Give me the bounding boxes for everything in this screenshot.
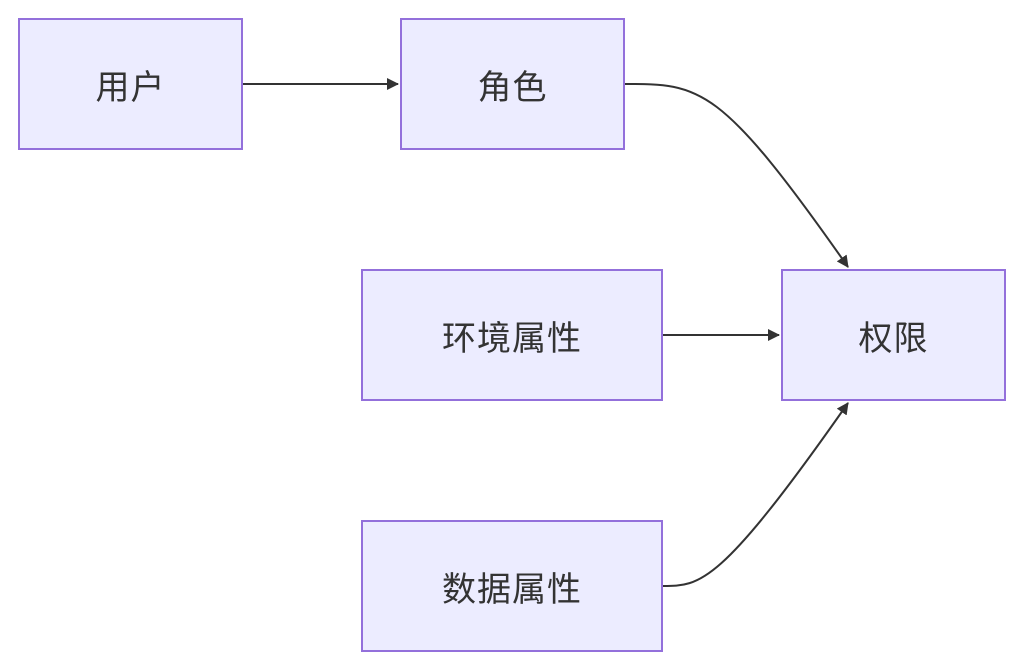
node-permission[interactable]: 权限 xyxy=(781,269,1006,401)
node-environment-attribute[interactable]: 环境属性 xyxy=(361,269,663,401)
node-data-attribute[interactable]: 数据属性 xyxy=(361,520,663,652)
node-user-label: 用户 xyxy=(95,67,166,108)
node-environment-attribute-label: 环境属性 xyxy=(442,318,582,359)
node-role[interactable]: 角色 xyxy=(400,18,625,150)
edge-role-to-permission xyxy=(624,83,849,268)
node-role-label: 角色 xyxy=(477,67,548,108)
node-user[interactable]: 用户 xyxy=(18,18,243,150)
node-data-attribute-label: 数据属性 xyxy=(442,569,582,610)
node-permission-label: 权限 xyxy=(858,318,929,359)
edge-data-to-permission xyxy=(662,402,849,587)
